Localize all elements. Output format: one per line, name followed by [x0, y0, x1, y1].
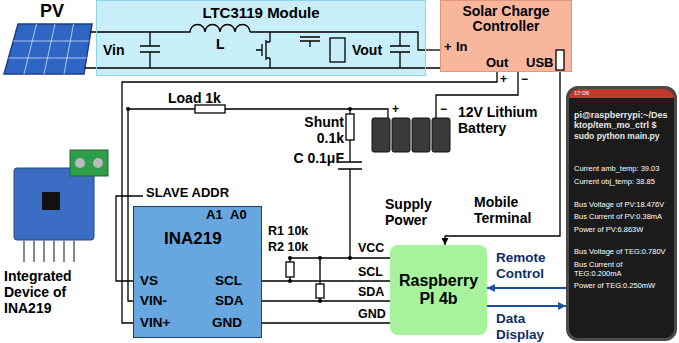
pv-grid: [9, 24, 90, 74]
pv-panel: [4, 24, 92, 74]
node-title: INA219: [164, 229, 261, 249]
part-label: SDA: [358, 285, 384, 299]
part-label: Load 1k: [168, 90, 221, 106]
part-label: L: [216, 36, 225, 52]
terminal-line: Current obj_temp: 38.85: [574, 178, 669, 187]
part-label: USB: [526, 56, 553, 71]
battery-cells: [372, 118, 450, 152]
node-title: Raspberry PI 4b: [394, 272, 483, 309]
part-label: GND: [212, 315, 242, 331]
controller-board-box: Raspberry PI 4b: [390, 245, 487, 335]
controller-fill: [440, 0, 572, 72]
part-label: GND: [358, 307, 386, 321]
terminal-line: sudo python main.py: [574, 132, 669, 142]
part-label: VS: [140, 273, 158, 289]
part-label: VIN+: [140, 315, 170, 331]
part-label: +: [392, 103, 399, 117]
terminal-line: Bus Current of TEG:0.200mA: [574, 261, 669, 278]
module-box: LTC3119 Module: [96, 0, 426, 76]
part-label: In: [456, 40, 468, 55]
terminal-line: Bus Voltage of PV:18.476V: [574, 201, 669, 210]
connector: [487, 305, 566, 307]
terminal-line: 17:06: [569, 89, 674, 98]
part-label: R1 10k: [268, 224, 308, 238]
part-label: A0: [230, 208, 247, 223]
node-title: LTC3119 Module: [97, 4, 425, 21]
terminal-line: Bus Current of PV:0.38mA: [574, 213, 669, 222]
connector-label: Supply Power: [385, 196, 441, 228]
terminal-line: pi@raspberrypi:~/Des ktop/tem_mo_ctrl $: [574, 110, 669, 131]
terminal-line: Current amb_temp: 39.03: [574, 165, 669, 174]
connector: [426, 49, 440, 50]
part-label: +: [444, 40, 452, 55]
part-label: Vout: [352, 42, 382, 58]
wires: [85, 25, 564, 324]
terminal-line: Power of PV:6.863W: [574, 226, 669, 235]
part-label: R2 10k: [268, 240, 308, 254]
part-label: Shunt 0.1k: [296, 114, 344, 146]
connector: [445, 72, 560, 245]
part-label: +: [500, 73, 507, 87]
terminal-line: Bus Voltage of TEG:0.780V: [574, 248, 669, 257]
part-label: VIN-: [140, 293, 167, 309]
title-wrap: Raspberry PI 4b: [394, 272, 483, 309]
part-label: VCC: [358, 241, 384, 255]
part-label: Out: [486, 56, 508, 71]
part-label: SLAVE ADDR: [146, 186, 229, 201]
part-label: SCL: [358, 265, 383, 279]
part-label: SCL: [215, 273, 242, 289]
part-label: −: [521, 73, 528, 87]
terminal-line: Power of TEG:0.250mW: [574, 282, 669, 291]
connector-label: Data Display: [496, 311, 560, 342]
phone-terminal: 17:06 pi@raspberrypi:~/Des ktop/tem_mo_ct…: [566, 86, 677, 341]
part-label: PV: [40, 1, 64, 22]
ina219-board: [14, 150, 108, 262]
connector: [487, 287, 566, 289]
part-label: Vin: [103, 42, 125, 58]
part-label: A1: [206, 208, 223, 223]
connector: [262, 300, 390, 301]
part-label: SDA: [215, 293, 244, 309]
node-title: Solar Charge Controller: [447, 4, 565, 35]
module-fill: [96, 0, 426, 76]
part-label: −: [440, 103, 447, 117]
part-label: Integrated Device of INA219: [4, 268, 112, 316]
part-label: Mobile Terminal: [474, 194, 542, 226]
connector-label: Remote Control: [496, 250, 560, 281]
part-label: 12V Lithium Battery: [458, 104, 550, 136]
part-label: C 0.1μF: [290, 150, 344, 166]
